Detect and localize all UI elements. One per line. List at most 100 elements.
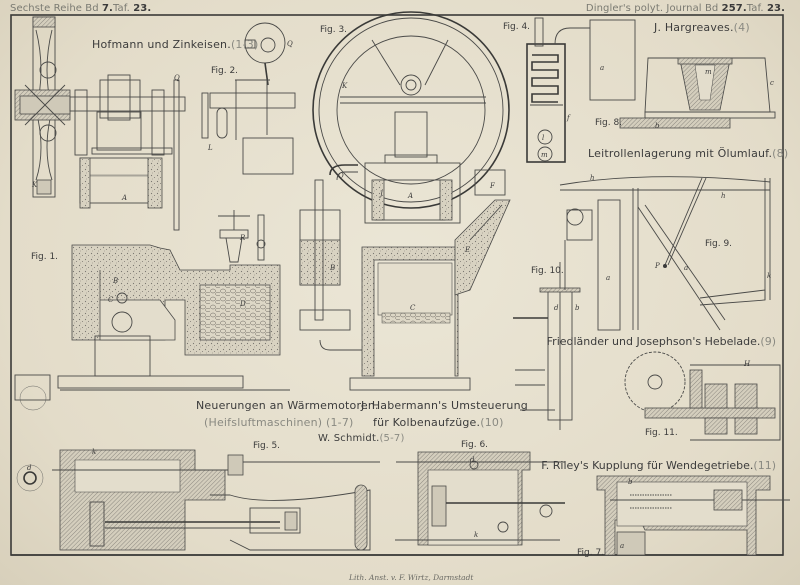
fig8-label-m: m xyxy=(705,68,712,76)
caption-leitrollen: Leitrollenlagerung mit Ölumlauf.(8) xyxy=(588,147,788,160)
caption-schmidt-text: W. Schmidt. xyxy=(318,433,380,444)
fig7-label-a: a xyxy=(620,542,624,550)
caption-schmidt-ref: (5-7) xyxy=(379,433,405,444)
fig3-label-A: A xyxy=(407,192,413,200)
fig3-drawing: O J A B C E F K xyxy=(299,11,511,391)
caption-neuerungen-line1: Neuerungen an Wärmemotoren. xyxy=(196,399,379,412)
header-right: Dingler's polyt. Journal Bd 257.Taf. 23. xyxy=(586,3,785,14)
fig4-drawing: a l m f xyxy=(526,17,636,163)
fig9-label-h: h xyxy=(590,174,595,182)
fig6-label-d: d xyxy=(470,456,475,464)
fig11-drawing: H xyxy=(624,351,781,441)
fig7-drawing: b a xyxy=(596,475,790,556)
header-left-series: Sechste Reihe Bd xyxy=(10,3,99,14)
header-left-plate-prefix: Taf. xyxy=(112,3,130,14)
figure-label-1: Fig. 1. xyxy=(31,252,59,262)
fig3-label-K: K xyxy=(341,82,348,90)
fig1-label-B: B xyxy=(112,277,118,285)
fig11-label-H: H xyxy=(743,360,751,368)
plate-frame xyxy=(10,14,784,556)
caption-riley-ref: (11) xyxy=(753,459,776,472)
fig4-label-l: l xyxy=(542,134,544,142)
fig1-drawing: K A B C D R Q xyxy=(14,16,290,411)
caption-hofmann-ref: (1-3) xyxy=(230,38,259,51)
fig5-drawing: d k xyxy=(16,448,380,551)
lithographer-imprint: Lith. Anst. v. F. Wirtz, Darmstadt xyxy=(349,573,474,582)
caption-friedlaender-ref: (9) xyxy=(760,335,776,348)
fig3-label-C: C xyxy=(410,304,416,312)
header-right-journal: Dingler's polyt. Journal Bd xyxy=(585,3,719,14)
header-right-plate-prefix: Taf. xyxy=(746,3,764,14)
fig3-label-B: B xyxy=(329,264,335,272)
caption-hargreaves: J. Hargreaves.(4) xyxy=(654,21,750,34)
fig8-label-b: b xyxy=(655,122,660,130)
fig4-label-m: m xyxy=(541,151,548,159)
fig5-label-k: k xyxy=(92,448,96,456)
fig4-label-a: a xyxy=(600,64,604,72)
figure-label-11: Fig. 11. xyxy=(645,428,678,438)
figure-label-9: Fig. 9. xyxy=(705,239,733,249)
fig3-label-O: O xyxy=(338,172,344,180)
caption-leitrollen-text: Leitrollenlagerung mit Ölumlauf. xyxy=(588,147,773,160)
fig8-label-c: c xyxy=(770,79,774,87)
figure-label-6: Fig. 6. xyxy=(461,440,489,450)
header-left-plate: 23. xyxy=(133,3,152,14)
fig4-label-f: f xyxy=(566,114,571,122)
caption-riley-text: F. Riley's Kupplung für Wendegetriebe. xyxy=(541,459,754,472)
fig3-label-E: E xyxy=(464,246,470,254)
caption-hargreaves-ref: (4) xyxy=(733,21,750,34)
figure-label-4: Fig. 4. xyxy=(503,22,531,32)
caption-friedlaender: Friedländer und Josephson's Hebelade.(9) xyxy=(547,335,776,348)
fig6-label-k: k xyxy=(474,531,478,539)
caption-schmidt: W. Schmidt.(5-7) xyxy=(318,433,405,444)
fig2-label-L: L xyxy=(207,144,213,152)
caption-neuerungen-title: Neuerungen an Wärmemotoren. xyxy=(196,399,379,412)
fig1-label-A: A xyxy=(121,194,127,202)
header-right-plate: 23. xyxy=(766,3,785,14)
figure-label-10: Fig. 10. xyxy=(531,266,564,276)
fig9-label-a: a xyxy=(684,264,688,272)
caption-neuerungen-line2: (Heifsluftmaschinen) (1-7) xyxy=(204,416,354,429)
caption-habermann-line1: J. Habermann's Umsteuerung xyxy=(361,399,528,412)
caption-habermann-ref: (10) xyxy=(480,416,504,429)
fig1-label-R: R xyxy=(239,234,246,242)
fig2-label-Q: Q xyxy=(287,40,293,48)
fig10-drawing: d b xyxy=(513,208,593,430)
caption-friedlaender-text: Friedländer und Josephson's Hebelade. xyxy=(546,335,761,348)
fig8-drawing: m c b xyxy=(619,57,776,130)
figure-label-8: Fig. 8. xyxy=(595,118,623,128)
caption-neuerungen-ref: (1-7) xyxy=(325,416,354,429)
caption-hofmann-text: Hofmann und Zinkeisen. xyxy=(92,38,231,51)
figure-label-3: Fig. 3. xyxy=(320,25,348,35)
fig7-label-b: b xyxy=(628,478,633,486)
figure-label-5: Fig. 5. xyxy=(253,441,281,451)
caption-hofmann: Hofmann und Zinkeisen.(1-3) xyxy=(92,38,259,51)
fig5-label-d: d xyxy=(27,464,32,472)
header-left: Sechste Reihe Bd 7.Taf. 23. xyxy=(10,3,151,14)
caption-habermann-subtitle: für Kolbenaufzüge. xyxy=(373,416,481,429)
fig9-label-h2: h xyxy=(721,192,726,200)
fig6-drawing: d k xyxy=(395,451,565,546)
fig10-label-b: b xyxy=(575,304,580,312)
fig1-label-C: C xyxy=(108,296,114,304)
header-right-volume: 257. xyxy=(721,3,747,14)
header-left-volume: 7. xyxy=(102,3,113,14)
caption-riley: F. Riley's Kupplung für Wendegetriebe.(1… xyxy=(541,459,776,472)
fig9-label-k: k xyxy=(767,272,771,280)
fig10-label-d: d xyxy=(554,304,559,312)
figure-label-2: Fig. 2. xyxy=(211,66,239,76)
caption-hargreaves-text: J. Hargreaves. xyxy=(654,21,734,34)
fig9-label-P: P xyxy=(654,262,660,270)
caption-leitrollen-ref: (8) xyxy=(772,147,789,160)
fig9-label-a2: a xyxy=(606,274,610,282)
caption-neuerungen-subtitle: (Heifsluftmaschinen) xyxy=(204,416,323,429)
fig1-label-Q: Q xyxy=(174,74,180,82)
figure-label-7: Fig. 7. xyxy=(577,548,605,558)
fig1-label-D: D xyxy=(239,300,246,308)
fig2-drawing: Q L xyxy=(201,22,296,175)
fig3-label-F: F xyxy=(489,182,496,190)
fig1-label-K: K xyxy=(31,181,38,189)
fig3-label-J: J xyxy=(378,190,384,198)
fig9-drawing: h h k P a a xyxy=(559,174,771,331)
